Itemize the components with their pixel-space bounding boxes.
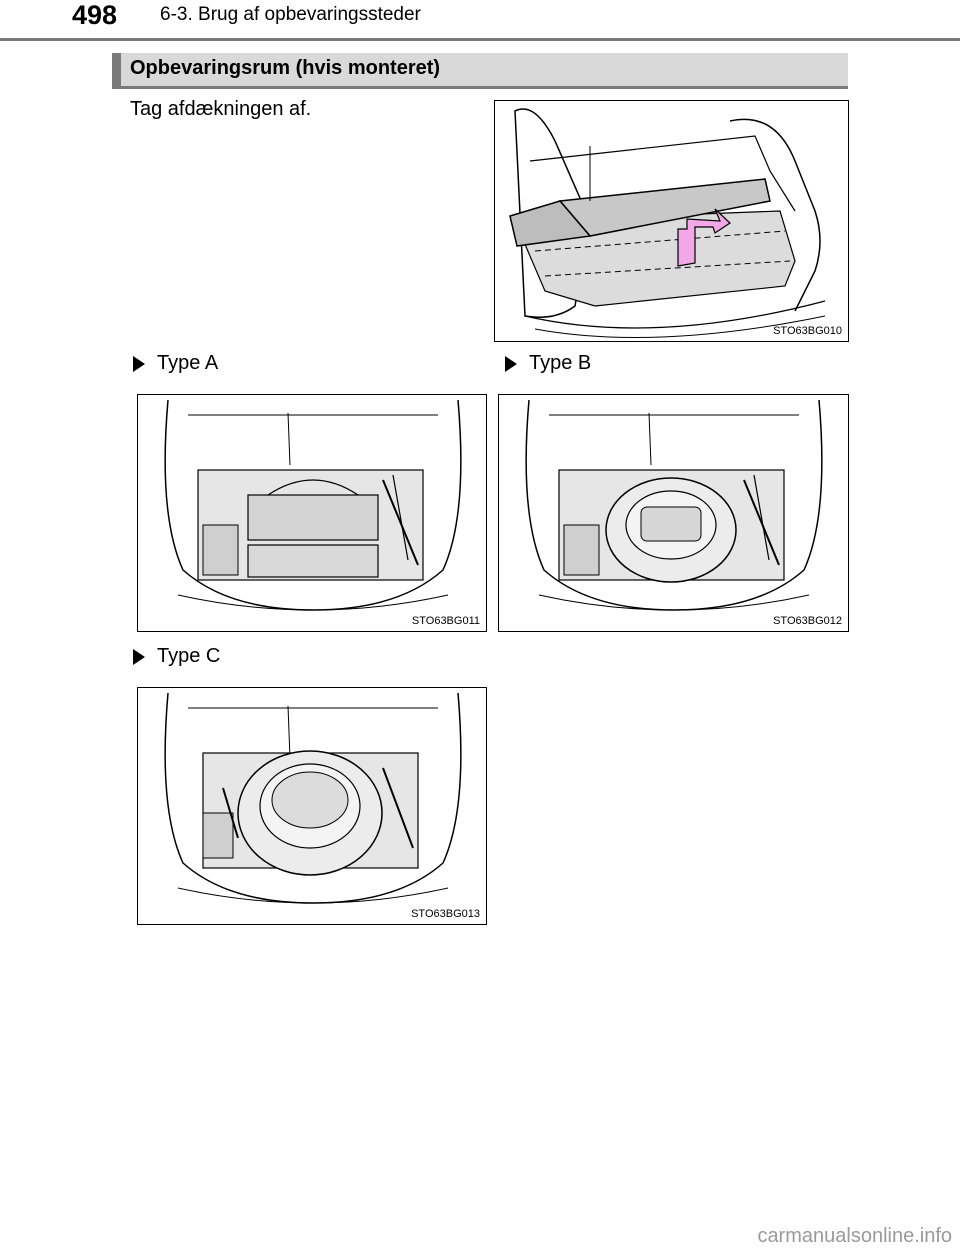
figure-type-b-code: STO63BG012 xyxy=(773,615,842,627)
header-rule xyxy=(0,38,960,41)
bullet-triangle-icon xyxy=(133,355,145,372)
figure-type-c-illustration xyxy=(138,688,486,924)
bullet-triangle-icon xyxy=(505,355,517,372)
section-heading-title: Opbevaringsrum (hvis monteret) xyxy=(130,57,441,79)
section-heading-bar: Opbevaringsrum (hvis monteret) xyxy=(112,53,848,89)
type-c-label: Type C xyxy=(133,645,220,668)
watermark: carmanualsonline.info xyxy=(757,1225,952,1247)
type-a-text: Type A xyxy=(157,352,219,374)
figure-type-a-illustration xyxy=(138,395,486,631)
type-b-label: Type B xyxy=(505,352,591,375)
figure-main-illustration xyxy=(495,101,848,341)
type-a-label: Type A xyxy=(133,352,218,375)
running-head: 6-3. Brug af opbevaringssteder xyxy=(160,4,421,25)
figure-type-b: STO63BG012 xyxy=(498,394,849,632)
figure-main-code: STO63BG010 xyxy=(773,325,842,337)
figure-type-c-code: STO63BG013 xyxy=(411,908,480,920)
type-b-text: Type B xyxy=(529,352,592,374)
bullet-triangle-icon xyxy=(133,648,145,665)
figure-type-a: STO63BG011 xyxy=(137,394,487,632)
section-heading-mark xyxy=(112,53,121,86)
page-number: 498 xyxy=(72,0,118,30)
instruction-text: Tag afdækningen af. xyxy=(130,98,312,120)
figure-type-b-illustration xyxy=(499,395,848,631)
type-c-text: Type C xyxy=(157,645,221,667)
figure-type-a-code: STO63BG011 xyxy=(411,615,480,627)
figure-type-c: STO63BG013 xyxy=(137,687,487,925)
figure-main: STO63BG010 xyxy=(494,100,849,342)
